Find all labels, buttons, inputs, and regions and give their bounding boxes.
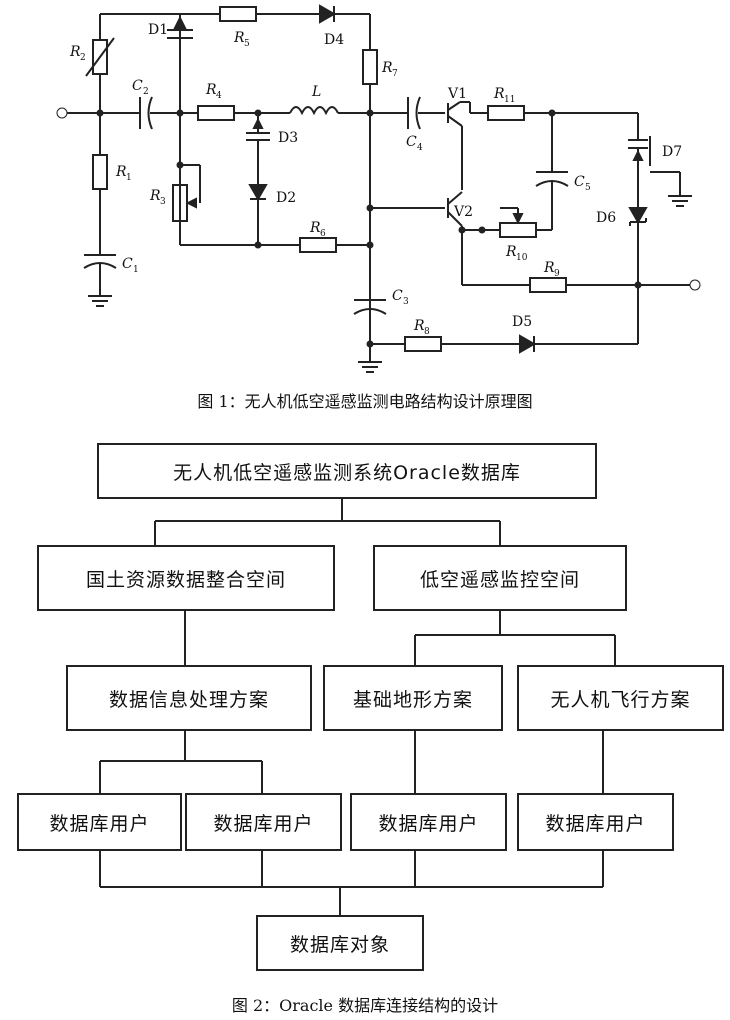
diode-d5 xyxy=(519,334,537,354)
svg-text:R: R xyxy=(413,318,425,334)
svg-text:D2: D2 xyxy=(276,190,296,206)
svg-text:R: R xyxy=(381,60,393,76)
diode-d2 xyxy=(248,184,268,202)
svg-text:R: R xyxy=(69,44,81,60)
level1-node-land-resources: 国土资源数据整合空间 xyxy=(37,545,335,611)
svg-text:4: 4 xyxy=(216,91,222,101)
svg-text:3: 3 xyxy=(403,297,409,307)
svg-text:6: 6 xyxy=(320,229,326,239)
svg-text:5: 5 xyxy=(244,39,250,49)
diode-d4 xyxy=(319,4,337,24)
level2-node-flight: 无人机飞行方案 xyxy=(517,665,724,731)
svg-text:11: 11 xyxy=(504,95,515,105)
figure2-caption: 图 2：Oracle 数据库连接结构的设计 xyxy=(231,996,499,1015)
level1-node-remote-sensing: 低空遥感监控空间 xyxy=(373,545,627,611)
svg-text:8: 8 xyxy=(424,327,430,337)
svg-text:V2: V2 xyxy=(453,204,473,220)
tree-connectors xyxy=(99,498,616,915)
svg-text:R: R xyxy=(233,30,245,46)
svg-text:R: R xyxy=(115,164,127,180)
level2-node-terrain: 基础地形方案 xyxy=(323,665,503,731)
svg-text:7: 7 xyxy=(392,69,398,79)
level3-node-db-user: 数据库用户 xyxy=(517,793,674,851)
svg-text:R: R xyxy=(543,260,555,276)
inductor-l xyxy=(289,106,339,116)
svg-text:10: 10 xyxy=(516,253,528,263)
svg-text:D7: D7 xyxy=(662,144,682,160)
svg-text:D5: D5 xyxy=(512,314,532,330)
bottom-node-db-object: 数据库对象 xyxy=(256,915,424,971)
svg-text:C: C xyxy=(406,134,417,150)
root-node: 无人机低空遥感监测系统Oracle数据库 xyxy=(97,443,597,499)
resistor-r6 xyxy=(299,237,337,253)
resistor-r8 xyxy=(404,336,442,352)
svg-text:1: 1 xyxy=(133,265,139,275)
resistor-r9 xyxy=(529,277,567,293)
svg-text:1: 1 xyxy=(126,173,132,183)
svg-text:R: R xyxy=(505,244,517,260)
svg-text:D3: D3 xyxy=(278,130,298,146)
diode-d6 xyxy=(628,207,648,225)
output-terminal xyxy=(689,279,701,291)
resistor-r7 xyxy=(362,49,378,85)
resistor-r10 xyxy=(499,222,537,238)
svg-text:D1: D1 xyxy=(148,22,168,38)
svg-text:D4: D4 xyxy=(324,32,344,48)
level3-node-db-user: 数据库用户 xyxy=(350,793,507,851)
svg-text:R: R xyxy=(205,82,217,98)
svg-text:5: 5 xyxy=(585,183,591,193)
input-terminal xyxy=(56,107,68,119)
svg-text:R: R xyxy=(149,188,161,204)
level3-node-db-user: 数据库用户 xyxy=(17,793,182,851)
resistor-r4 xyxy=(197,105,235,121)
svg-text:2: 2 xyxy=(143,87,149,97)
svg-text:V1: V1 xyxy=(447,86,467,102)
resistor-r1 xyxy=(92,154,108,190)
svg-text:C: C xyxy=(392,288,403,304)
svg-text:D6: D6 xyxy=(596,210,616,226)
svg-text:2: 2 xyxy=(80,53,86,63)
svg-text:9: 9 xyxy=(554,269,560,279)
svg-text:3: 3 xyxy=(160,197,166,207)
figure1-caption: 图 1：无人机低空遥感监测电路结构设计原理图 xyxy=(197,392,533,411)
resistor-r11 xyxy=(487,105,525,121)
resistor-r5 xyxy=(219,6,257,22)
level3-node-db-user: 数据库用户 xyxy=(185,793,342,851)
svg-text:C: C xyxy=(122,256,133,272)
svg-text:R: R xyxy=(309,220,321,236)
svg-text:R: R xyxy=(493,86,505,102)
svg-text:L: L xyxy=(311,84,321,100)
svg-text:C: C xyxy=(132,78,143,94)
level2-node-data-processing: 数据信息处理方案 xyxy=(66,665,312,731)
svg-text:4: 4 xyxy=(417,143,423,153)
svg-text:C: C xyxy=(574,174,585,190)
